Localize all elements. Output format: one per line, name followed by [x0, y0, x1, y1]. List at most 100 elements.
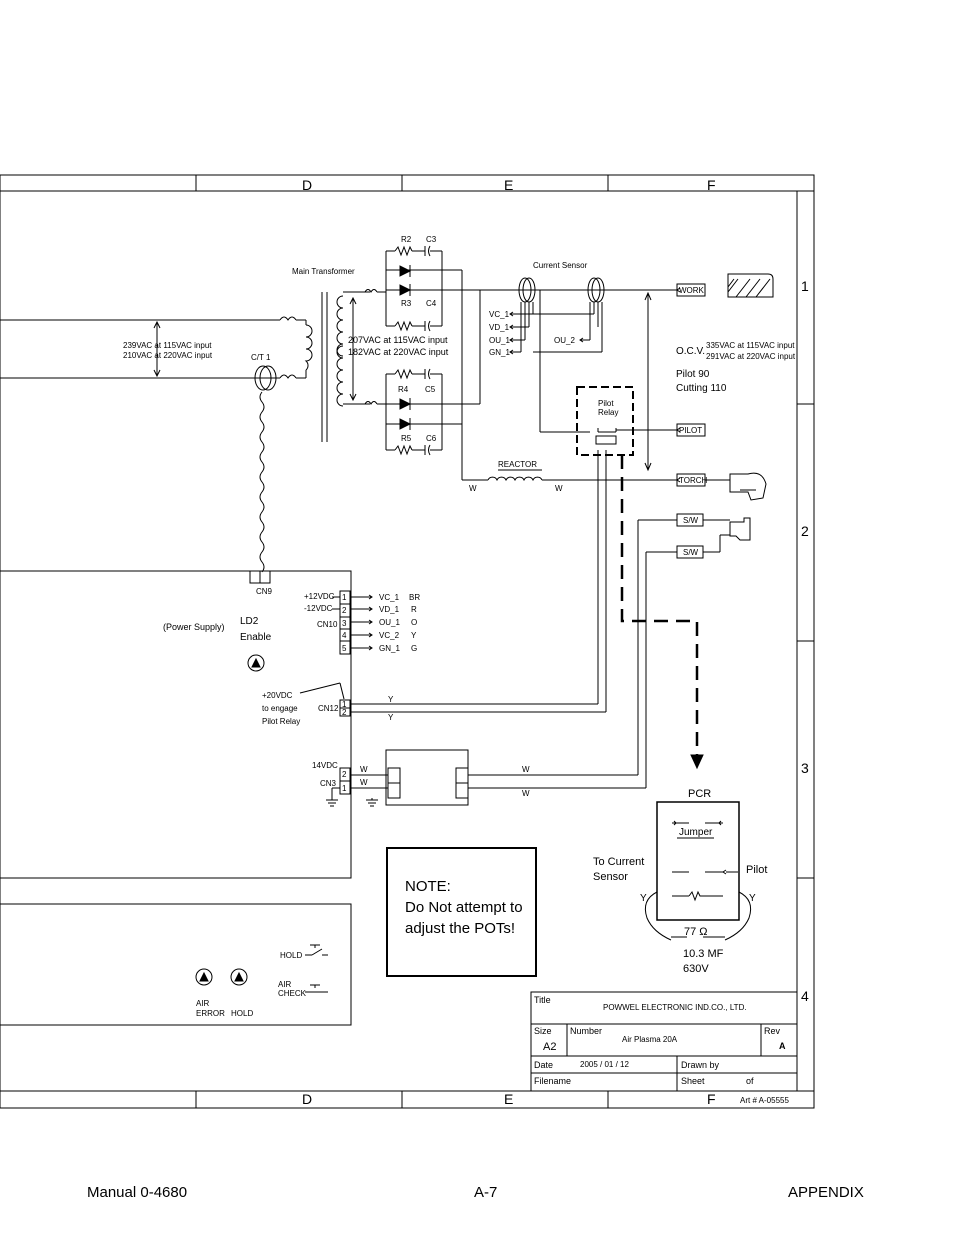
note-line2: Do Not attempt to [405, 899, 523, 916]
art-number: Art # A-05555 [740, 1096, 789, 1105]
cn10-label: CN10 [317, 620, 338, 629]
title-block-size: A2 [543, 1041, 556, 1053]
air-check-label-2: CHECK [278, 989, 307, 998]
resistor-r5: R5 [401, 434, 412, 443]
capacitor-c5: C5 [425, 385, 436, 394]
cn10-pin-1: 1 [342, 593, 347, 602]
ocv-line2: 291VAC at 220VAC input [706, 352, 796, 361]
column-d-top: D [302, 177, 312, 193]
cn3-pin-1: 1 [342, 784, 347, 793]
cn10-pin-5: 5 [342, 644, 347, 653]
title-block-filename-label: Filename [534, 1076, 571, 1086]
current-sensor-label: Current Sensor [533, 261, 588, 270]
connector-work: WORK [679, 286, 705, 295]
pilot-relay-label-2: Relay [598, 408, 618, 417]
connector-pilot: PILOT [679, 426, 702, 435]
reactor-wire-right: W [555, 484, 563, 493]
cutting-voltage-label: Cutting 110 [676, 383, 727, 394]
pilot-relay-label-1: Pilot [598, 399, 614, 408]
column-d-bottom: D [302, 1091, 312, 1107]
cn10-color-3: O [411, 618, 417, 627]
capacitor-c4: C4 [426, 299, 437, 308]
cn10-pin-3: 3 [342, 619, 347, 628]
cn10-signal-5: GN_1 [379, 644, 400, 653]
hold-led-label: HOLD [231, 1009, 253, 1018]
pcr-label: PCR [688, 788, 711, 800]
input-voltage-line1: 239VAC at 115VAC input [123, 341, 212, 350]
row-2: 2 [801, 523, 809, 539]
power-supply-label: (Power Supply) [163, 622, 225, 632]
v14-label: 14VDC [312, 761, 338, 770]
enable-label: Enable [240, 632, 272, 643]
title-block-date: 2005 / 01 / 12 [580, 1060, 629, 1069]
title-block-of-label: of [746, 1076, 754, 1086]
note-line1: NOTE: [405, 878, 451, 895]
title-block-number-label: Number [570, 1026, 602, 1036]
air-error-label-1: AIR [196, 999, 210, 1008]
pcr-wire-y-right: Y [749, 893, 756, 904]
title-block-size-label: Size [534, 1026, 552, 1036]
module-wire-w2: W [522, 789, 530, 798]
reactor-label: REACTOR [498, 460, 537, 469]
cn12-pin-2: 2 [342, 708, 347, 717]
row-4: 4 [801, 988, 809, 1004]
column-e-bottom: E [504, 1091, 513, 1107]
connector-switch-2: S/W [683, 548, 699, 557]
sensor-output-vd1: VD_1 [489, 323, 510, 332]
title-block-drawn-label: Drawn by [681, 1060, 720, 1070]
cn10-signal-1: VC_1 [379, 593, 400, 602]
air-check-label-1: AIR [278, 980, 292, 989]
row-3: 3 [801, 760, 809, 776]
jumper-label: Jumper [679, 827, 713, 838]
manual-number: Manual 0-4680 [87, 1184, 188, 1201]
cn12-wire-y1: Y [388, 695, 394, 704]
column-f-top: F [707, 177, 716, 193]
section-name: APPENDIX [788, 1184, 864, 1201]
connector-switch-1: S/W [683, 516, 699, 525]
cn10-color-2: R [411, 605, 417, 614]
cn10-signal-3: OU_1 [379, 618, 400, 627]
pcr-pilot-label: Pilot [746, 864, 767, 876]
air-error-label-2: ERROR [196, 1009, 225, 1018]
cn3-wire-w2: W [360, 778, 368, 787]
engage-label-2: to engage [262, 704, 298, 713]
ocv-label: O.C.V. [676, 346, 705, 357]
engage-label-3: Pilot Relay [262, 717, 300, 726]
sensor-output-ou2: OU_2 [554, 336, 575, 345]
hold-switch-label: HOLD [280, 951, 302, 960]
to-current-sensor-2: Sensor [593, 871, 628, 883]
minus12-label: -12VDC [304, 604, 333, 613]
pilot-voltage-label: Pilot 90 [676, 369, 710, 380]
title-block-rev-label: Rev [764, 1026, 781, 1036]
cn10-signal-2: VD_1 [379, 605, 400, 614]
cn3-pin-2: 2 [342, 770, 347, 779]
plus12-label: +12VDC [304, 592, 335, 601]
secondary-voltage-line2: 182VAC at 220VAC input [348, 347, 449, 357]
ocv-line1: 335VAC at 115VAC input [706, 341, 795, 350]
title-block-title-label: Title [534, 995, 551, 1005]
voltage-rating-label: 630V [683, 963, 709, 975]
cn10-pin-2: 2 [342, 606, 347, 615]
title-block-company: POWWEL ELECTRONIC IND.CO., LTD. [603, 1003, 747, 1012]
sensor-output-gn1: GN_1 [489, 348, 510, 357]
capacitance-label: 10.3 MF [683, 948, 724, 960]
resistance-label: 77 Ω [684, 926, 708, 938]
cn9-label: CN9 [256, 587, 273, 596]
title-block-sheet-label: Sheet [681, 1076, 705, 1086]
cn10-signal-4: VC_2 [379, 631, 400, 640]
cn3-wire-w1: W [360, 765, 368, 774]
ld2-label: LD2 [240, 616, 259, 627]
capacitor-c6: C6 [426, 434, 437, 443]
cn3-label: CN3 [320, 779, 337, 788]
column-e-top: E [504, 177, 513, 193]
connector-torch: TORCH [679, 476, 708, 485]
sensor-output-ou1: OU_1 [489, 336, 510, 345]
secondary-voltage-line1: 207VAC at 115VAC input [348, 335, 448, 345]
reactor-wire-left: W [469, 484, 477, 493]
page-number: A-7 [474, 1184, 498, 1201]
sensor-output-vc1: VC_1 [489, 310, 510, 319]
ct1-label: C/T 1 [251, 353, 271, 362]
to-current-sensor-1: To Current [593, 856, 644, 868]
resistor-r2: R2 [401, 235, 412, 244]
